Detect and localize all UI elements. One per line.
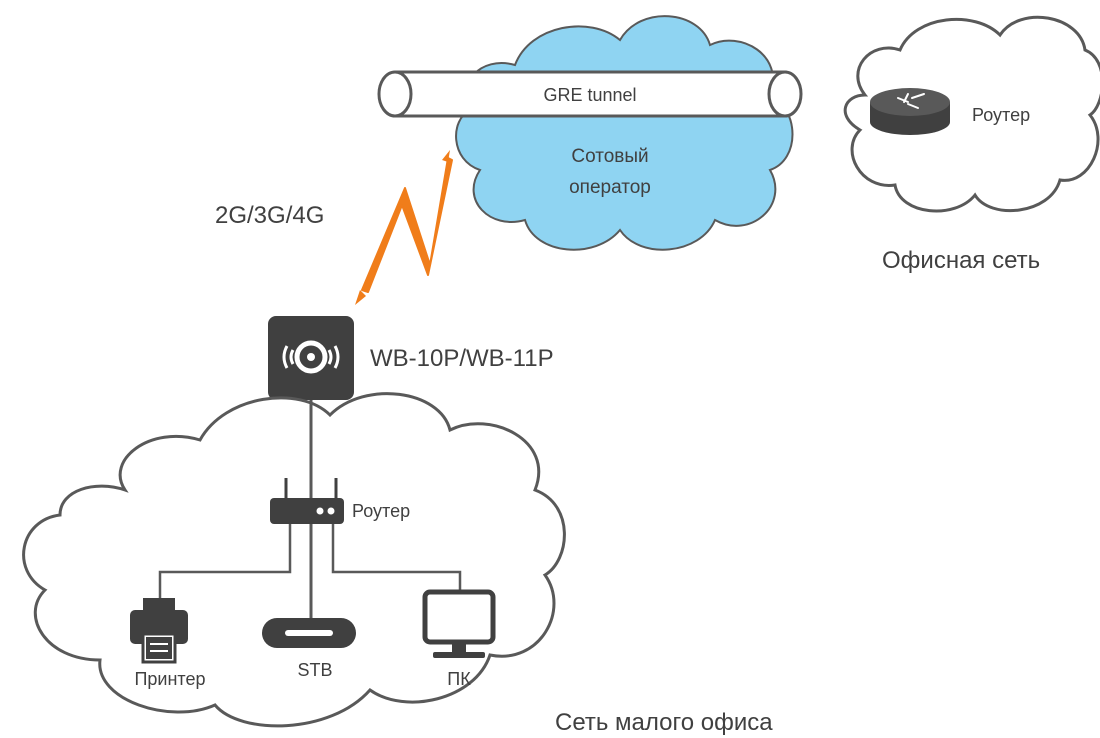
small-office-router-icon bbox=[270, 478, 344, 524]
office-router-label: Роутер bbox=[972, 105, 1030, 125]
small-office-network-label: Сеть малого офиса bbox=[555, 709, 773, 736]
device-label: WB-10P/WB-11P bbox=[370, 345, 554, 372]
office-router-icon bbox=[870, 88, 950, 135]
wireless-link bbox=[355, 150, 453, 305]
operator-cloud bbox=[455, 15, 794, 251]
gre-tunnel bbox=[377, 70, 803, 118]
printer-label: Принтер bbox=[134, 669, 205, 689]
office-network-label: Офисная сеть bbox=[882, 247, 1040, 274]
wb-device-icon bbox=[268, 316, 354, 400]
operator-label-line1: Сотовый bbox=[571, 146, 648, 167]
pc-label: ПК bbox=[447, 669, 471, 689]
operator-label-line2: оператор bbox=[569, 177, 651, 198]
stb-icon bbox=[262, 618, 356, 648]
small-office-cloud bbox=[22, 392, 566, 728]
office-cloud bbox=[843, 15, 1100, 213]
stb-label: STB bbox=[297, 660, 332, 680]
pc-icon bbox=[422, 589, 496, 658]
printer-icon bbox=[130, 598, 188, 664]
tunnel-label: GRE tunnel bbox=[543, 85, 636, 105]
connection-lines bbox=[158, 400, 462, 618]
wireless-label: 2G/3G/4G bbox=[215, 202, 324, 229]
small-office-router-label: Роутер bbox=[352, 501, 410, 521]
